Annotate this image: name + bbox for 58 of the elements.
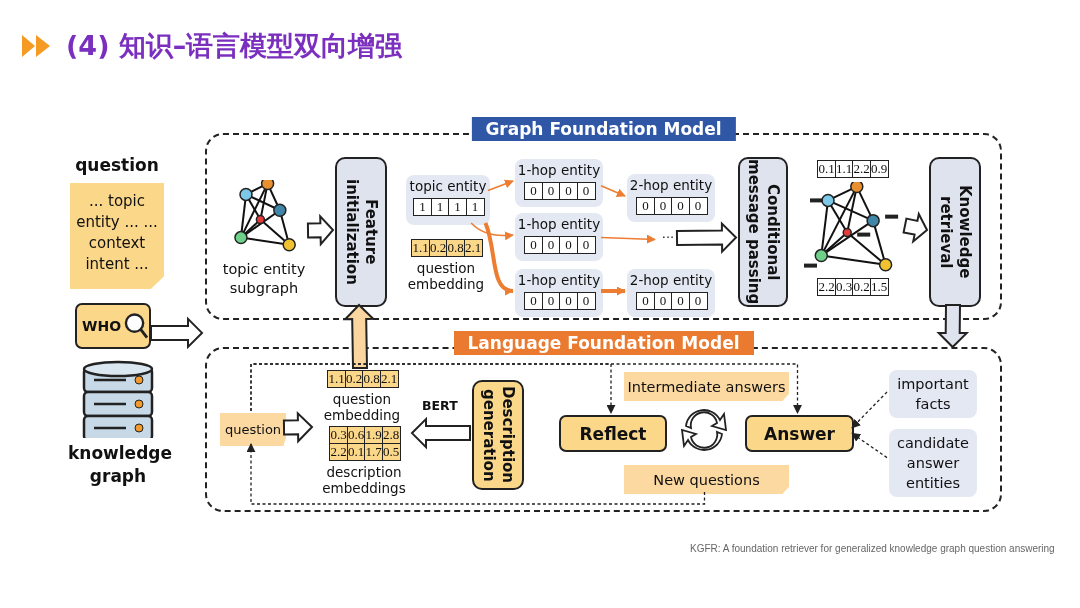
bubble-text: WHO — [82, 318, 122, 334]
arrow — [601, 286, 626, 296]
sticky-note: New questions — [624, 465, 789, 494]
block-arrow — [410, 416, 471, 450]
arrow — [470, 222, 514, 241]
arrow — [246, 443, 706, 505]
source-note: KGFR: A foundation retriever for generalized knowledge graph question answering — [690, 543, 1055, 554]
sticky-note: ... topic entity ... ... context intent ... — [70, 183, 164, 289]
speech-bubble — [75, 303, 151, 349]
note-heading: question — [74, 155, 160, 175]
arrow — [483, 222, 514, 295]
edge-label: BERT — [420, 398, 460, 413]
arrow — [600, 185, 626, 197]
entity-card — [515, 159, 603, 207]
entity-label: 2-hop entity — [628, 272, 714, 288]
entity-label: 2-hop entity — [628, 177, 714, 193]
process-box: Description generation — [472, 380, 524, 490]
panel-title: Graph Foundation Model — [471, 117, 736, 141]
entity-card — [515, 269, 603, 317]
embedding-label: question embedding — [322, 391, 402, 423]
vector-value: 0.9 — [869, 160, 889, 178]
sticky-note: Intermediate answers — [624, 372, 789, 401]
process-box: Answer — [745, 415, 854, 452]
process-box: Knowledge retrieval — [929, 157, 981, 307]
slide-title: (4) 知识–语言模型双向增强 — [66, 29, 403, 63]
vector-value: 2.8 — [381, 426, 401, 444]
entity-card — [627, 269, 715, 317]
block-arrow — [902, 211, 929, 245]
entity-card — [406, 175, 490, 225]
arrow — [600, 234, 656, 244]
embedding-label: question embedding — [406, 260, 486, 292]
info-box: candidate answer entities — [889, 429, 977, 497]
entity-label: topic entity — [408, 178, 488, 194]
embedding-label: description embeddings — [321, 463, 407, 496]
block-arrow — [306, 213, 335, 247]
ellipsis-text: ... — [657, 226, 679, 254]
entity-card — [515, 213, 603, 261]
entity-card — [627, 174, 715, 222]
vector-value: 1.5 — [869, 278, 889, 296]
sticky-note: question — [220, 413, 286, 446]
entity-label: 1-hop entity — [516, 216, 602, 232]
block-arrow — [675, 221, 738, 255]
block-arrow — [342, 303, 376, 370]
vector-value: 2.1 — [463, 239, 483, 257]
panel-title: Language Foundation Model — [453, 331, 754, 355]
block-arrow — [282, 410, 314, 444]
process-box: Conditional message passing — [738, 157, 788, 307]
node-label: topic entity subgraph — [221, 260, 307, 298]
entity-label: 1-hop entity — [516, 162, 602, 178]
vector-value: 2.1 — [379, 370, 399, 388]
entity-label: 1-hop entity — [516, 272, 602, 288]
block-arrow — [936, 303, 970, 349]
block-arrow — [150, 316, 204, 350]
process-box: Feature initialization — [335, 157, 387, 307]
arrow — [487, 179, 514, 192]
process-box: Reflect — [559, 415, 667, 452]
arrow — [250, 363, 802, 414]
info-box: important facts — [889, 370, 977, 418]
